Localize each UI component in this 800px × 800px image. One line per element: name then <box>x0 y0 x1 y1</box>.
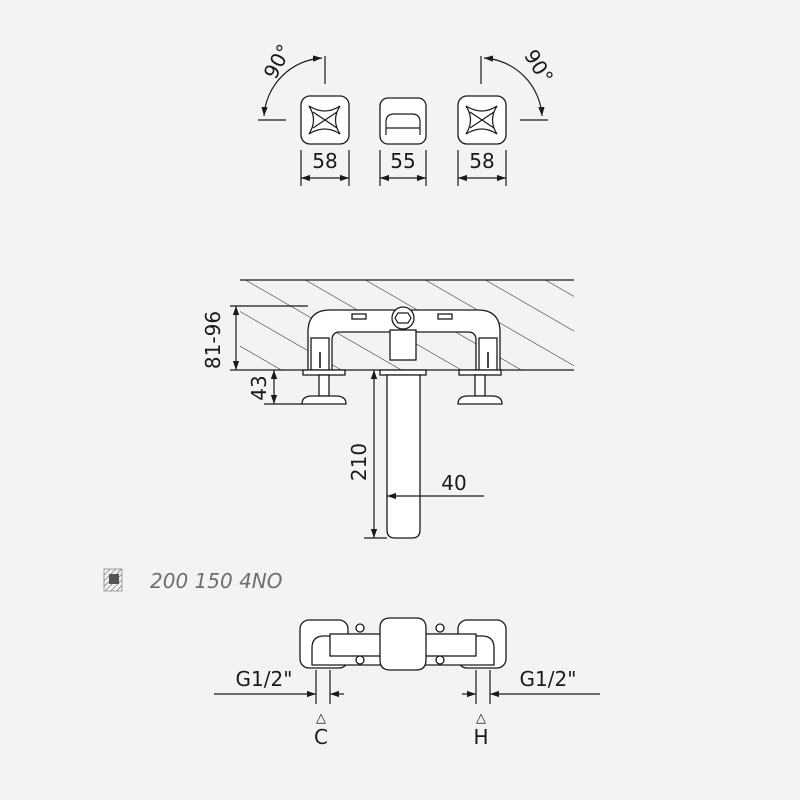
wall-depth-label: 81-96 <box>201 311 225 369</box>
dim-handle-projection <box>264 370 302 405</box>
dim-spout <box>379 150 427 186</box>
connection-left-label: G1/2" <box>236 667 293 691</box>
spout-top <box>379 97 427 145</box>
handle-projection-label: 43 <box>247 375 271 400</box>
dim-wall-depth <box>230 305 308 371</box>
rotation-arc-left <box>258 55 326 121</box>
width-spout-label: 55 <box>390 149 415 173</box>
product-code: 200 150 4NO <box>150 569 283 593</box>
valve-body <box>307 306 501 371</box>
side-view: 81-96 43 210 40 <box>201 279 574 539</box>
dim-connection-left <box>214 670 344 704</box>
cold-label: C <box>314 725 328 749</box>
dim-spout-length <box>364 370 387 539</box>
width-left-handle-label: 58 <box>312 149 337 173</box>
dim-left-handle <box>300 150 350 186</box>
dim-right-handle <box>457 150 507 186</box>
bottom-body <box>299 617 507 671</box>
right-handle-top <box>457 95 507 145</box>
left-handle-side <box>301 369 347 405</box>
angle-right-label: 90° <box>519 45 558 88</box>
product-code-row: 200 150 4NO <box>103 568 283 593</box>
cold-marker-icon: △ <box>316 711 326 726</box>
top-view: 90° 90° 58 55 58 <box>258 40 558 186</box>
angle-left-label: 90° <box>259 40 297 83</box>
finish-swatch-icon <box>103 568 123 592</box>
rotation-arc-right <box>480 55 548 121</box>
width-right-handle-label: 58 <box>469 149 494 173</box>
hot-marker-icon: △ <box>476 711 486 726</box>
dim-connection-right <box>462 670 600 704</box>
hot-label: H <box>473 725 488 749</box>
spout-side <box>379 369 427 539</box>
spout-width-label: 40 <box>441 471 466 495</box>
bottom-view: G1/2" △ C G1/2" △ H <box>214 617 600 749</box>
spout-length-label: 210 <box>347 443 371 481</box>
left-handle-top <box>300 95 350 145</box>
connection-right-label: G1/2" <box>520 667 577 691</box>
right-handle-side <box>457 369 503 405</box>
